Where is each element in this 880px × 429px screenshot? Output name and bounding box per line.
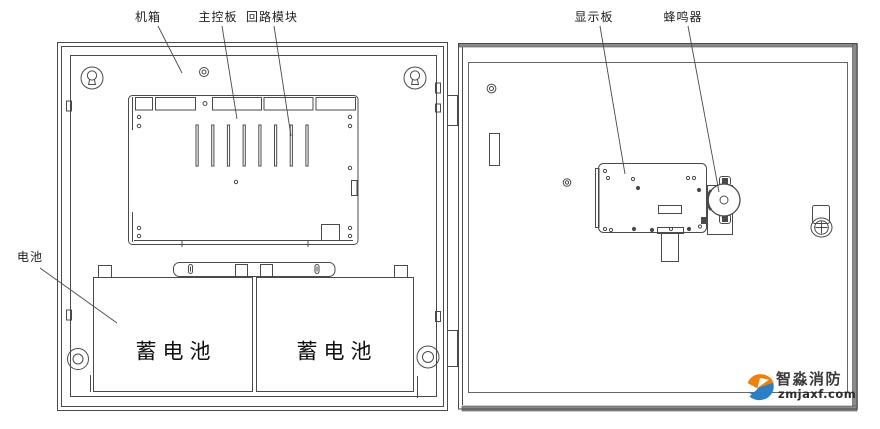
zhimiao-logo-icon — [747, 374, 774, 401]
label-main-board: 主控板 — [198, 10, 238, 24]
left-cabinet — [57, 42, 458, 411]
hinge-bottom — [447, 330, 458, 367]
loop-module-leader-line — [273, 25, 292, 137]
keyhole-mount-left — [80, 66, 104, 90]
battery-right-text: 蓄电池 — [296, 339, 378, 364]
cable-gland-right — [416, 345, 440, 369]
main-board-leader-line — [221, 25, 238, 120]
label-display-board: 显示板 — [574, 10, 614, 24]
loop-module-slots — [195, 124, 309, 167]
battery-left-text: 蓄电池 — [135, 339, 217, 364]
chassis-leader-line — [157, 25, 183, 74]
ribbon-cable — [657, 227, 684, 262]
label-loop-module: 回路模块 — [245, 10, 299, 24]
hinge-top — [447, 95, 458, 126]
buzzer-leader-line — [687, 25, 720, 193]
door-lock — [810, 205, 833, 238]
label-buzzer: 蜂鸣器 — [663, 10, 703, 24]
screw — [199, 67, 209, 77]
label-battery: 电池 — [17, 250, 44, 264]
battery-bracket — [173, 262, 336, 278]
display-board — [595, 163, 707, 262]
logo-brand-text: 智淼消防 — [776, 370, 843, 388]
battery-leader-line — [39, 267, 118, 324]
battery-left — [93, 265, 253, 392]
display-board-leader-line — [599, 25, 626, 175]
cable-gland-left — [67, 348, 89, 370]
battery-right — [256, 265, 414, 392]
door-panel — [458, 43, 858, 412]
keyhole-mount-right — [403, 66, 427, 90]
main-control-board — [128, 95, 359, 247]
screw — [486, 83, 497, 94]
label-chassis: 机箱 — [134, 10, 162, 24]
screw — [562, 178, 572, 187]
logo-url-text: zmjaxf.com — [778, 387, 857, 401]
buzzer — [701, 176, 741, 235]
